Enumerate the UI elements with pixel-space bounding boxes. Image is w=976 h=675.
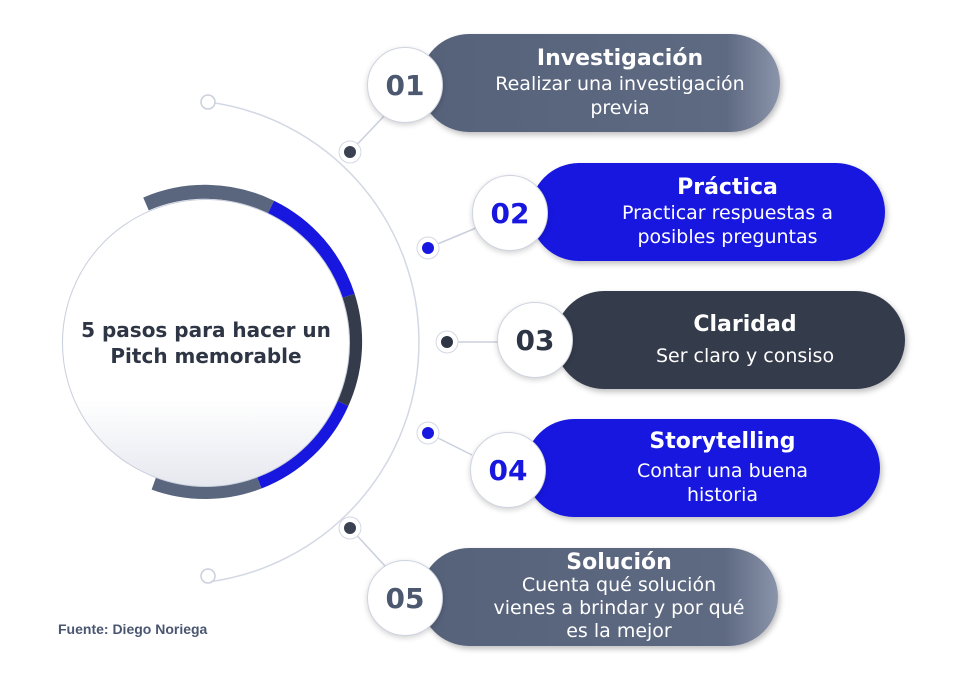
step-title: Claridad bbox=[693, 312, 797, 337]
dot-step-2 bbox=[422, 242, 434, 254]
hub-circle: 5 pasos para hacer un Pitch memorable bbox=[62, 199, 350, 487]
step-card-3: Claridad Ser claro y consiso bbox=[555, 291, 905, 389]
step-title: Solución bbox=[566, 549, 672, 575]
step-description: Ser claro y consiso bbox=[655, 345, 835, 367]
ring-segment-blue-1 bbox=[267, 200, 355, 299]
step-description: Cuenta qué solución vienes a brindar y p… bbox=[493, 573, 745, 642]
arc-end-top bbox=[200, 94, 216, 110]
ring-segment-bottom bbox=[151, 475, 262, 499]
step-description: Realizar una investigación previa bbox=[495, 73, 745, 119]
ring-segment-dark bbox=[335, 293, 363, 406]
hub-title: 5 pasos para hacer un Pitch memorable bbox=[81, 318, 331, 368]
dot-step-1 bbox=[344, 146, 356, 158]
step-description: Contar una buena historia bbox=[636, 460, 809, 506]
ring-segment-top bbox=[143, 184, 275, 214]
ring-segment-blue-2 bbox=[256, 400, 349, 489]
step-number-badge: 01 bbox=[367, 47, 443, 123]
step-card-4: Storytelling Contar una buena historia bbox=[525, 419, 880, 517]
step-number-badge: 05 bbox=[367, 560, 443, 636]
step-title: Investigación bbox=[536, 46, 704, 71]
dot-step-4 bbox=[422, 427, 434, 439]
step-card-1: Investigación Realizar una investigación… bbox=[420, 34, 780, 132]
step-number-badge: 04 bbox=[470, 432, 546, 508]
step-card-2: Práctica Practicar respuestas a posibles… bbox=[530, 163, 885, 261]
step-card-5: Solución Cuenta qué solución vienes a br… bbox=[420, 548, 778, 646]
step-title: Storytelling bbox=[649, 429, 796, 454]
dot-step-5 bbox=[344, 522, 356, 534]
source-credit: Fuente: Diego Noriega bbox=[58, 621, 208, 637]
step-title: Práctica bbox=[677, 175, 778, 200]
hub-ring bbox=[143, 184, 363, 499]
timeline-dots bbox=[338, 140, 459, 540]
step-number-badge: 02 bbox=[472, 175, 548, 251]
arc-end-bottom bbox=[200, 568, 216, 584]
step-number-badge: 03 bbox=[497, 302, 573, 378]
timeline-arc bbox=[207, 101, 420, 583]
step-description: Practicar respuestas a posibles pregunta… bbox=[621, 202, 834, 248]
dot-step-3 bbox=[441, 336, 453, 348]
